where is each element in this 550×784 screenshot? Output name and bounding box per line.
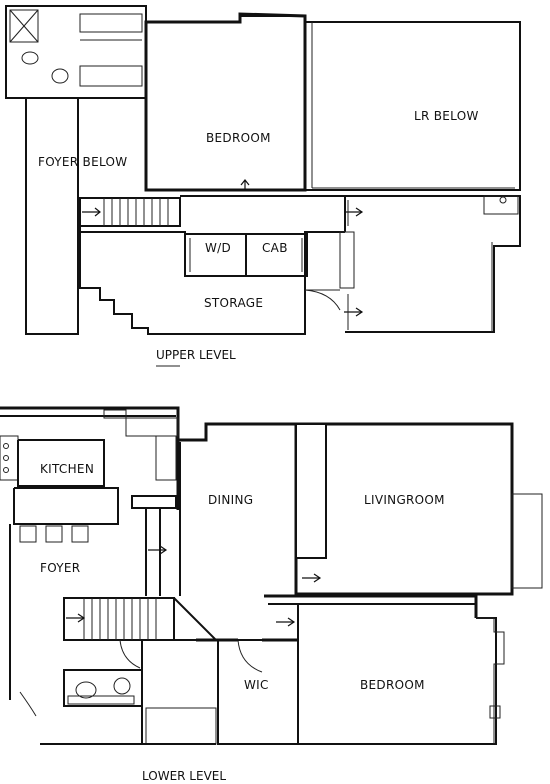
livingroom-label: LIVINGROOM — [364, 493, 445, 507]
toilet-icon — [51, 68, 69, 84]
lower-bedroom-area — [297, 604, 497, 745]
lr-below-label: LR BELOW — [414, 109, 479, 123]
upper-level-plan — [5, 5, 521, 367]
lower-stair — [63, 597, 175, 641]
wic-label: WIC — [244, 678, 269, 692]
upper-level-title: UPPER LEVEL — [156, 348, 236, 362]
sink-icon — [21, 51, 39, 65]
dining-label: DINING — [208, 493, 253, 507]
lower-bathroom — [63, 669, 143, 707]
upper-bedroom-label: BEDROOM — [206, 131, 271, 145]
livingroom-area — [294, 422, 514, 596]
foyer-below-area — [25, 97, 79, 335]
sink-icon — [75, 681, 97, 699]
stool-icon — [71, 525, 89, 543]
lower-level-plan — [0, 406, 543, 745]
dining-area — [178, 422, 298, 596]
wic-area — [217, 639, 299, 745]
lr-below-area — [305, 21, 521, 191]
foyer-label: FOYER — [40, 561, 80, 575]
lower-bedroom-label: BEDROOM — [360, 678, 425, 692]
upper-bedroom — [144, 12, 307, 192]
foyer-below-label: FOYER BELOW — [38, 155, 127, 169]
cab-label: CAB — [262, 241, 288, 255]
livingroom-column — [295, 423, 327, 559]
storage-label: STORAGE — [204, 296, 263, 310]
stool-icon — [45, 525, 63, 543]
kitchen-island — [13, 487, 119, 525]
upper-stair — [79, 197, 181, 227]
kitchen-counter-top — [125, 417, 179, 437]
bathtub-icon — [145, 707, 217, 745]
toilet-icon — [113, 677, 131, 695]
kitchen-area — [17, 439, 105, 487]
kitchen-label: KITCHEN — [40, 462, 94, 476]
stool-icon — [19, 525, 37, 543]
wd-label: W/D — [205, 241, 231, 255]
lower-level-title: LOWER LEVEL — [142, 769, 226, 783]
shower-stall — [9, 9, 39, 43]
livingroom-bay — [511, 493, 543, 589]
storage-area — [79, 232, 306, 335]
